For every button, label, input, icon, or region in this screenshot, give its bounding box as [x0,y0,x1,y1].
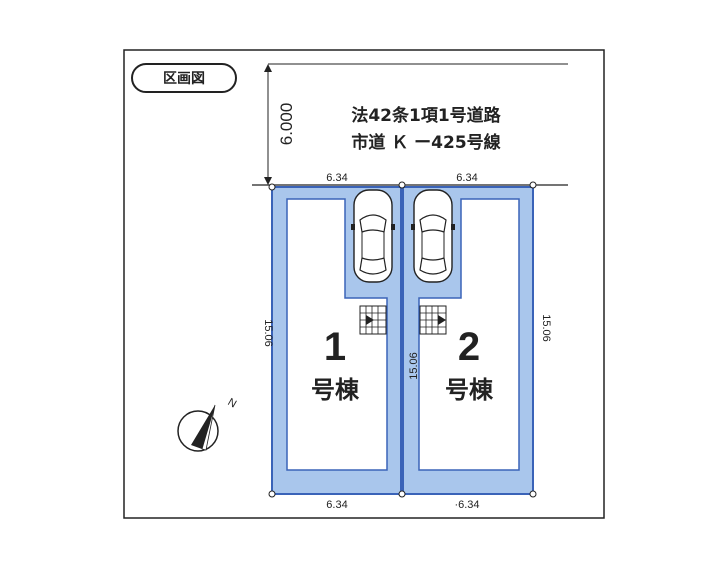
road-width-label: 6.000 [277,103,296,146]
lot-2-entrance-mark [419,305,447,335]
lot-2-depth: 15.06 [540,314,552,342]
title-badge: 区画図 [131,63,237,93]
lot-1-entrance-mark [359,305,387,335]
road-legal-class: 法42条1項1号道路 [351,105,501,126]
lot-2-frontage: 6.34 [456,172,477,184]
lot-2-shared-depth: 15.06 [408,352,420,380]
lot-2-rear: ·6.34 [454,499,479,511]
lot-1-name: 号棟 [311,376,360,404]
road-width-dimension: 6.000 [264,64,296,185]
road-name: 市道 Ｋ ー425号線 [351,132,500,153]
lot-2-building-area [418,198,520,471]
lot-1-depth: 15.06 [262,319,274,347]
car-icon [411,189,455,283]
plan-title: 区画図 [163,71,205,87]
lot-1-frontage: 6.34 [326,172,347,184]
lot-1-rear: 6.34 [326,499,347,511]
car-icon [351,189,395,283]
north-arrow-icon: N [177,396,238,452]
boundary-markers [268,181,537,498]
lot-2-name: 号棟 [445,376,494,404]
lot-2: 2 号棟 [402,186,534,495]
lot-1-building-area [286,198,388,471]
lot-2-number: 2 [458,325,480,369]
lot-1-number: 1 [324,325,346,369]
